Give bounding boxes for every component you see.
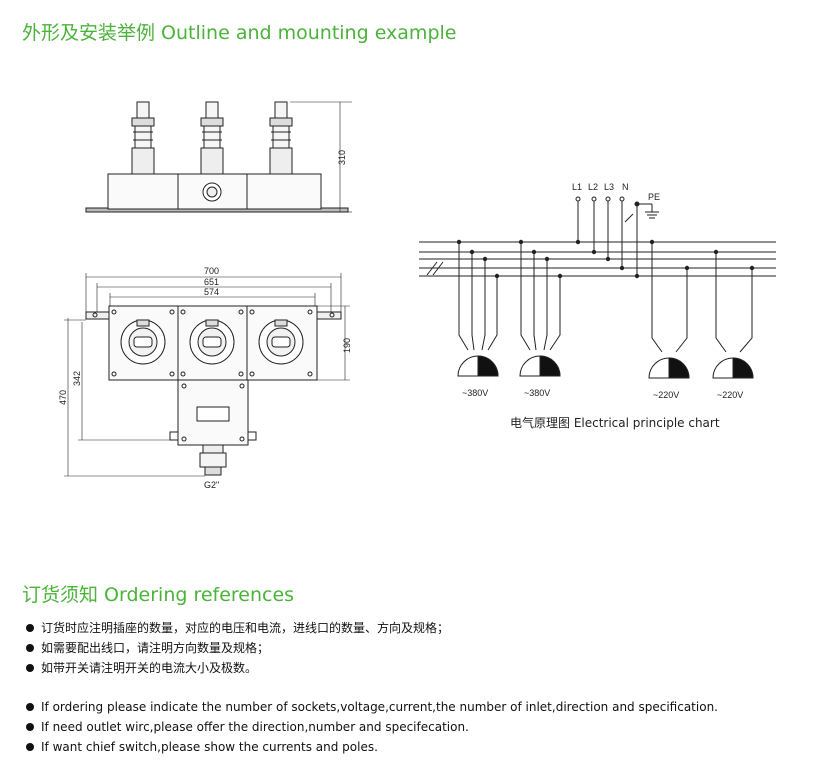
ordering-list-cn: 订货时应注明插座的数量，对应的电压和电流，进线口的数量、方向及规格； 如需要配出… [24,618,449,678]
socket-front-3 [249,309,313,377]
dim-g2: G2" [204,480,219,490]
voltage-label-4: ~220V [717,390,743,400]
socket-symbol-2 [519,355,561,377]
terminal-l2: L2 [588,182,598,192]
electrical-chart [419,196,776,379]
dim-342: 342 [72,371,82,386]
terminal-l1: L1 [572,182,582,192]
dim-651: 651 [204,277,219,287]
socket-symbol-3 [648,357,690,379]
list-item: If want chief switch,please show the cur… [24,737,718,757]
terminal-pe: PE [648,192,660,202]
ordering-list-en: If ordering please indicate the number o… [24,697,718,757]
list-item: 如需要配出线口，请注明方向数量及规格； [24,638,449,658]
side-view [85,101,352,213]
front-view [64,273,350,477]
outline-heading: 外形及安装举例 Outline and mounting example [22,22,457,44]
socket-plug-3 [269,101,293,175]
dim-574: 574 [204,287,219,297]
voltage-label-2: ~380V [524,388,550,398]
socket-symbol-1 [457,355,499,377]
list-item: 如带开关请注明开关的电流大小及极数。 [24,658,449,678]
ordering-heading: 订货须知 Ordering references [22,584,295,606]
list-item: If need outlet wirc,please offer the dir… [24,717,718,737]
dim-310: 310 [337,150,347,165]
voltage-label-1: ~380V [462,388,488,398]
list-item: If ordering please indicate the number o… [24,697,718,717]
list-item: 订货时应注明插座的数量，对应的电压和电流，进线口的数量、方向及规格； [24,618,449,638]
voltage-label-3: ~220V [653,390,679,400]
socket-plug-2 [200,101,224,175]
dim-700: 700 [204,266,219,276]
technical-drawing: 310 [58,101,776,490]
terminal-n: N [622,182,629,192]
dim-470: 470 [58,390,68,405]
chart-caption: 电气原理图 Electrical principle chart [510,416,720,430]
socket-symbol-4 [712,357,754,379]
dim-190: 190 [342,338,352,353]
socket-front-1 [111,309,175,377]
terminal-l3: L3 [604,182,614,192]
socket-plug-1 [131,101,155,175]
socket-front-2 [180,309,244,377]
